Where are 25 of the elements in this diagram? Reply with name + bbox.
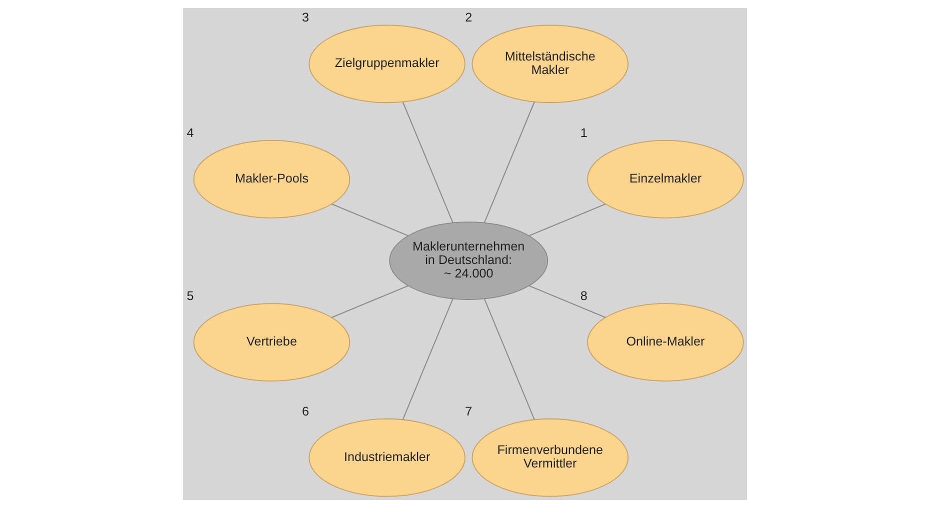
node-ellipse: Zielgruppenmakler — [308, 24, 466, 104]
node-ellipse: Vertriebe — [193, 303, 350, 382]
node-label: 6 — [302, 404, 310, 418]
node-ellipse: Industriemakler — [308, 418, 466, 497]
node-ellipse: Einzelmakler — [587, 140, 744, 218]
node-label: 4 — [186, 126, 194, 140]
connector — [528, 204, 606, 236]
node-label: 7 — [465, 404, 472, 418]
node-label: 3 — [302, 10, 310, 25]
connector — [402, 102, 454, 223]
connector — [331, 204, 408, 236]
connector — [484, 102, 535, 223]
node-ellipse: Makler-Pools — [193, 140, 350, 218]
connector — [484, 298, 535, 420]
node-label: 1 — [580, 126, 588, 140]
node-ellipse: Firmenverbundene Vermittler — [472, 418, 629, 497]
node-label: 5 — [186, 289, 194, 304]
node-ellipse: Mittelständische Makler — [472, 24, 629, 104]
node-label: 2 — [465, 10, 472, 25]
node-label: 8 — [580, 289, 588, 304]
connector — [402, 298, 454, 420]
connector — [528, 285, 606, 318]
node-ellipse: Maklerunternehmen in Deutschland: ~ 24.000 — [389, 222, 548, 300]
connector — [331, 285, 408, 318]
node-ellipse: Online-Makler — [587, 303, 744, 382]
